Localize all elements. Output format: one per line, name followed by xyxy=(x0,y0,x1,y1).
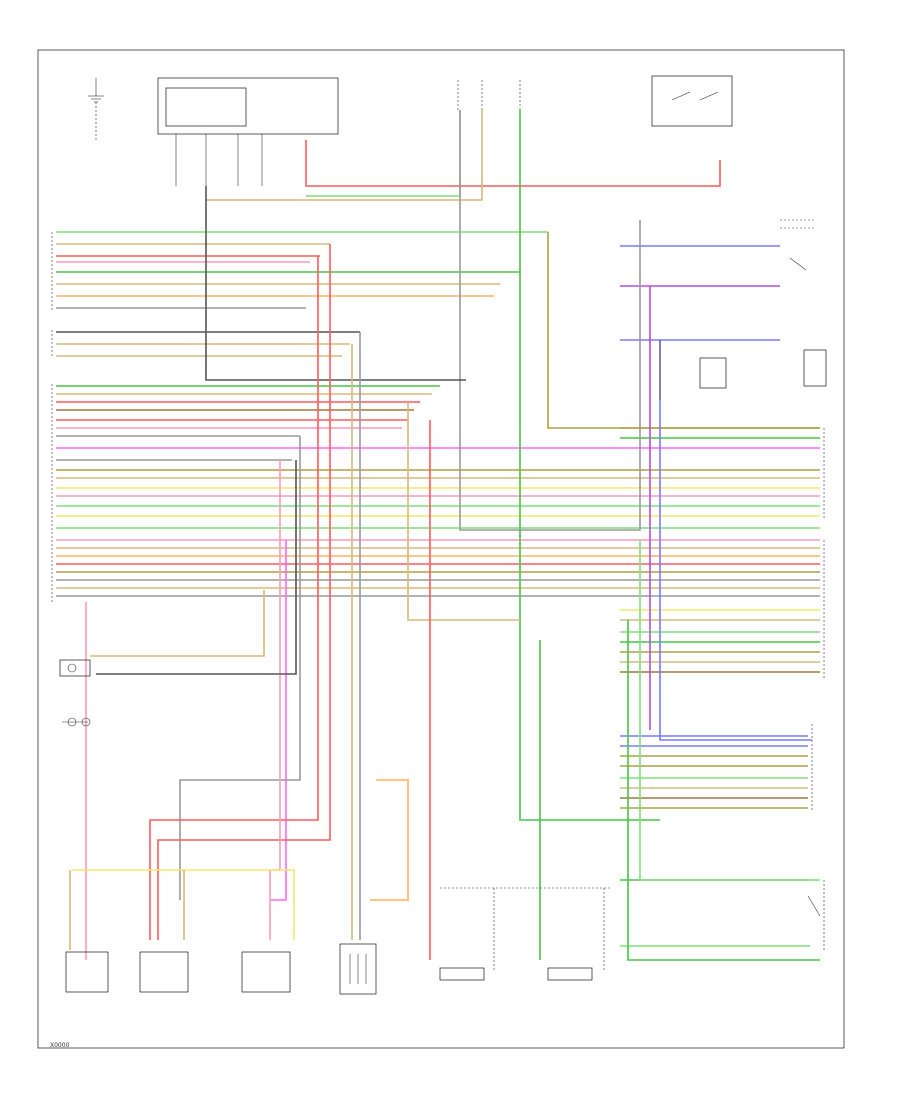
wire-run-15 xyxy=(407,402,520,621)
pressure-switch xyxy=(339,943,377,995)
switch-right-upper xyxy=(780,219,814,271)
wire-vertical-runs xyxy=(69,110,820,961)
wire-run-6 xyxy=(547,232,820,429)
resistor-right xyxy=(547,967,593,981)
wire-run-2 xyxy=(206,110,483,201)
speed-sensor-upper xyxy=(59,659,91,677)
diagram-frame xyxy=(37,49,845,1049)
relay-box-top-right xyxy=(651,75,733,127)
sensor-right-mid xyxy=(659,340,827,400)
wire-run-4 xyxy=(459,110,641,531)
footer-code: X0000 xyxy=(50,1042,70,1049)
wire-run-11 xyxy=(269,460,281,940)
wire-run-10 xyxy=(157,244,331,940)
solenoid-1 xyxy=(65,951,109,993)
wire-run-9 xyxy=(149,256,319,940)
wire-run-25 xyxy=(72,869,295,940)
resistor-left xyxy=(439,967,485,981)
wire-run-3 xyxy=(519,110,660,821)
stop-lamp-switch xyxy=(807,880,825,950)
wire-run-7 xyxy=(270,540,287,901)
speed-sensor-lower xyxy=(62,717,91,727)
fuse-relay-box xyxy=(157,77,339,186)
ground-symbol-top-left xyxy=(88,78,104,140)
wire-run-24 xyxy=(370,779,409,901)
wire-run-0 xyxy=(305,140,721,187)
ground-points-bottom xyxy=(440,887,610,970)
connector-pins-right xyxy=(811,428,825,812)
wire-run-14 xyxy=(96,460,297,675)
wire-run-1 xyxy=(306,110,461,197)
solenoid-3 xyxy=(241,951,291,993)
wire-run-19 xyxy=(639,540,820,881)
wire-bundle-right xyxy=(620,245,820,947)
wire-run-18 xyxy=(627,620,820,961)
junction-connector-top xyxy=(457,80,521,110)
wire-run-20 xyxy=(659,340,812,741)
solenoid-2 xyxy=(139,951,189,993)
wire-bundle-left xyxy=(56,231,820,597)
wire-run-5 xyxy=(205,186,466,381)
wire-run-13 xyxy=(90,590,265,657)
